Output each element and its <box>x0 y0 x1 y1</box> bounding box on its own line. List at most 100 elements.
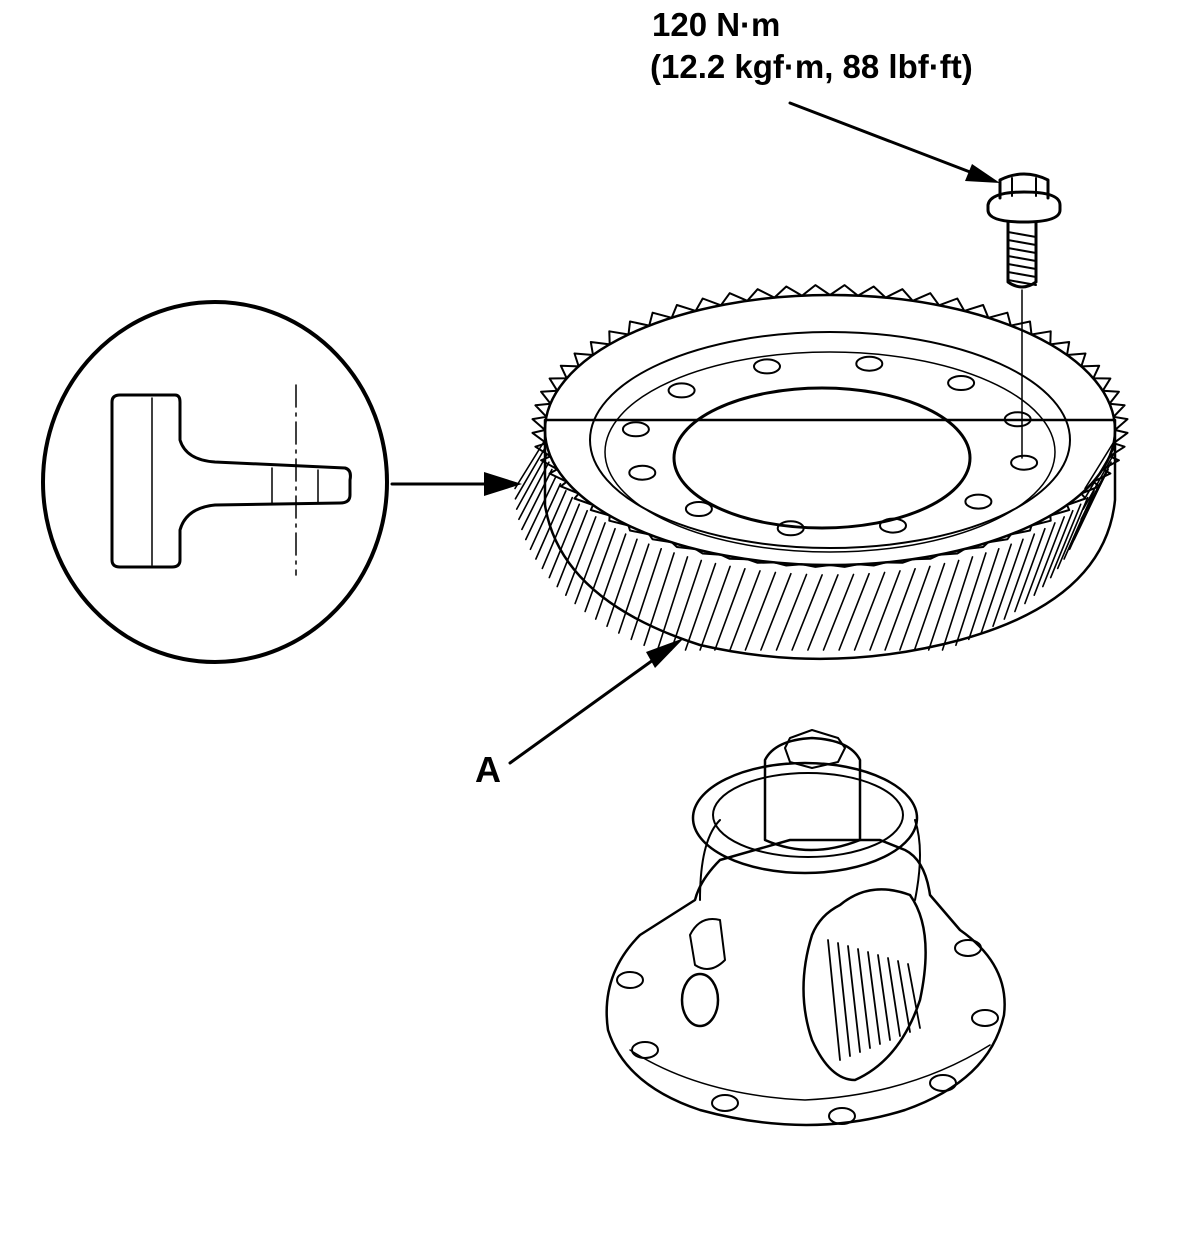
helical-tooth-line <box>1014 527 1046 613</box>
gear-bolt-hole <box>855 355 884 372</box>
helical-tooth-line <box>535 489 567 560</box>
helical-tooth-line <box>744 571 777 651</box>
detail-inset-circle <box>41 300 522 664</box>
pinion-tooth-line <box>847 945 861 1053</box>
gear-bolt-hole <box>1010 454 1039 471</box>
helical-tooth-line <box>656 556 689 651</box>
helical-tooth-line <box>980 543 1013 634</box>
bolt-thread-line <box>1007 231 1037 238</box>
helical-tooth-line <box>1077 468 1109 531</box>
helical-tooth-line <box>822 573 855 651</box>
carrier-flange-hole <box>828 1107 856 1125</box>
carrier-flange-hole <box>616 971 644 989</box>
bolt-thread-line <box>1007 279 1037 286</box>
carrier-flange-hole <box>631 1041 659 1059</box>
pinion-tooth-line <box>907 963 921 1029</box>
ring-gear-part-label: A <box>475 749 501 790</box>
torque-spec-primary: 120 N·m <box>652 6 781 43</box>
helical-tooth-line <box>564 516 597 597</box>
helical-tooth-line <box>913 562 946 651</box>
helical-tooth-line <box>941 556 974 651</box>
ring-gear <box>514 284 1129 661</box>
helical-tooth-line <box>760 572 792 651</box>
carrier-flange-hole <box>711 1094 739 1112</box>
pinion-tooth-line <box>857 948 871 1049</box>
gear-bolt-hole <box>776 520 805 537</box>
gear-bolt-hole <box>753 358 781 375</box>
carrier-flange-hole <box>971 1009 999 1027</box>
helical-tooth-line <box>1063 489 1095 560</box>
helical-tooth-line <box>521 468 553 531</box>
carrier-flange-hole <box>954 939 982 957</box>
helical-tooth-line <box>529 482 562 551</box>
helical-tooth-line <box>699 565 731 651</box>
helical-tooth-line <box>955 552 987 647</box>
helical-tooth-line <box>541 496 574 570</box>
pinion-tooth-line <box>867 951 881 1045</box>
carrier-flange-hole <box>929 1074 957 1092</box>
bolt-thread-line <box>1007 255 1037 262</box>
bolt-thread-line <box>1007 247 1037 254</box>
gear-bolt-hole <box>1003 411 1032 428</box>
helical-tooth-line <box>515 454 548 510</box>
helical-tooth-line <box>1042 509 1074 588</box>
gear-bolt-hole <box>621 421 650 438</box>
helical-tooth-line <box>992 538 1024 628</box>
helical-tooth-line <box>838 572 870 651</box>
gear-bolt-hole <box>947 375 976 391</box>
gear-bolt-hole <box>684 501 713 517</box>
helical-tooth-line <box>869 570 901 651</box>
helical-tooth-line <box>684 562 717 651</box>
helical-tooth-line <box>524 475 557 541</box>
helical-tooth-line <box>630 547 663 641</box>
helical-tooth-line <box>714 567 746 651</box>
helical-tooth-line <box>884 567 916 651</box>
helical-tooth-line <box>514 446 547 500</box>
bolt-thread-line <box>1007 239 1037 246</box>
pinion-tooth-line <box>897 960 911 1033</box>
helical-tooth-line <box>670 559 703 651</box>
pinion-tooth-line <box>827 939 841 1061</box>
helical-tooth-line <box>729 570 761 651</box>
gear-bolt-hole <box>879 517 907 534</box>
differential-carrier <box>605 729 1006 1127</box>
helical-tooth-line <box>584 527 616 613</box>
helical-tooth-line <box>574 522 606 605</box>
torque-leader-arrow <box>788 101 1000 183</box>
helical-tooth-line <box>1003 533 1036 620</box>
helical-tooth-line <box>807 574 839 651</box>
flange-bolt <box>986 172 1062 459</box>
helical-tooth-line <box>606 538 638 628</box>
helical-tooth-line <box>1033 516 1065 597</box>
gear-bolt-hole <box>667 382 696 399</box>
helical-tooth-line <box>853 571 886 651</box>
pinion-tooth-line <box>837 942 851 1057</box>
helical-tooth-line <box>1082 454 1115 510</box>
pinion-tooth-line <box>877 954 891 1041</box>
helical-tooth-line <box>791 574 823 651</box>
pinion-tooth-line <box>887 957 901 1037</box>
bolt-thread-line <box>1007 263 1037 270</box>
helical-tooth-line <box>556 509 589 588</box>
helical-tooth-line <box>1049 503 1082 579</box>
helical-tooth-line <box>1024 522 1056 605</box>
bolt-thread-line <box>1007 271 1037 278</box>
helical-tooth-line <box>617 543 650 634</box>
gear-bolt-hole <box>628 464 657 481</box>
helical-tooth-line <box>594 533 627 620</box>
helical-tooth-line <box>775 573 808 651</box>
part-a-leader-arrow <box>508 638 684 765</box>
helical-tooth-line <box>927 559 960 651</box>
gear-tooth-profile <box>531 284 1129 568</box>
helical-tooth-line <box>643 552 675 647</box>
helical-tooth-line <box>899 565 931 651</box>
helical-tooth-line <box>967 547 1000 641</box>
gear-bolt-hole <box>964 493 993 510</box>
helical-tooth-line <box>518 461 550 521</box>
helical-tooth-line <box>514 439 546 490</box>
helical-tooth-line <box>1084 439 1116 490</box>
torque-spec-alternate-units: (12.2 kgf·m, 88 lbf·ft) <box>650 48 973 85</box>
helical-tooth-line <box>548 503 581 579</box>
